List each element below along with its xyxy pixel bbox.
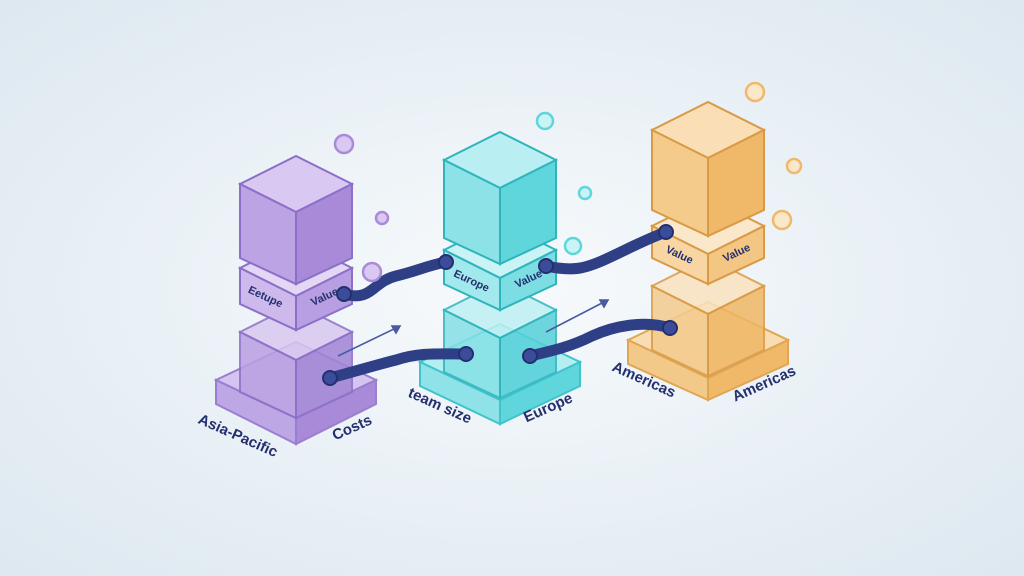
bubble <box>771 209 793 231</box>
bubble <box>744 81 766 103</box>
arrow-icon <box>545 301 605 333</box>
arrow-icon <box>337 327 397 357</box>
tower-asia-pacific: Eetupe Value <box>213 154 379 446</box>
pipe-purple-to-cyan-upper <box>338 256 452 302</box>
endcap <box>458 346 474 362</box>
connectors <box>324 226 676 384</box>
bubble <box>333 133 355 155</box>
connector-endcaps <box>322 224 678 386</box>
bubble <box>361 261 383 283</box>
pipe-purple-to-cyan-lower <box>324 348 472 384</box>
top-cube-europe <box>441 130 559 266</box>
pipe-cyan-to-orange-upper <box>540 226 672 275</box>
pipe-cyan-to-orange-lower <box>524 318 676 362</box>
top-cube-asia-pacific <box>237 154 355 286</box>
endcap <box>662 320 678 336</box>
endcap <box>322 370 338 386</box>
arrowhead-icon <box>390 325 402 335</box>
bubbles <box>333 81 803 283</box>
endcap <box>438 254 454 270</box>
tower-americas: Value Value <box>625 100 791 402</box>
bubble <box>535 111 555 131</box>
bubble <box>785 157 803 175</box>
bubble <box>374 210 390 226</box>
tower-europe: Europe Value <box>417 130 583 426</box>
endcap <box>522 348 538 364</box>
arrowhead-icon <box>598 299 610 309</box>
top-cube-americas <box>649 100 767 238</box>
flow-arrows <box>337 299 610 357</box>
endcap <box>538 258 554 274</box>
endcap <box>658 224 674 240</box>
bubble <box>577 185 593 201</box>
endcap <box>336 286 352 302</box>
bubble <box>563 236 583 256</box>
